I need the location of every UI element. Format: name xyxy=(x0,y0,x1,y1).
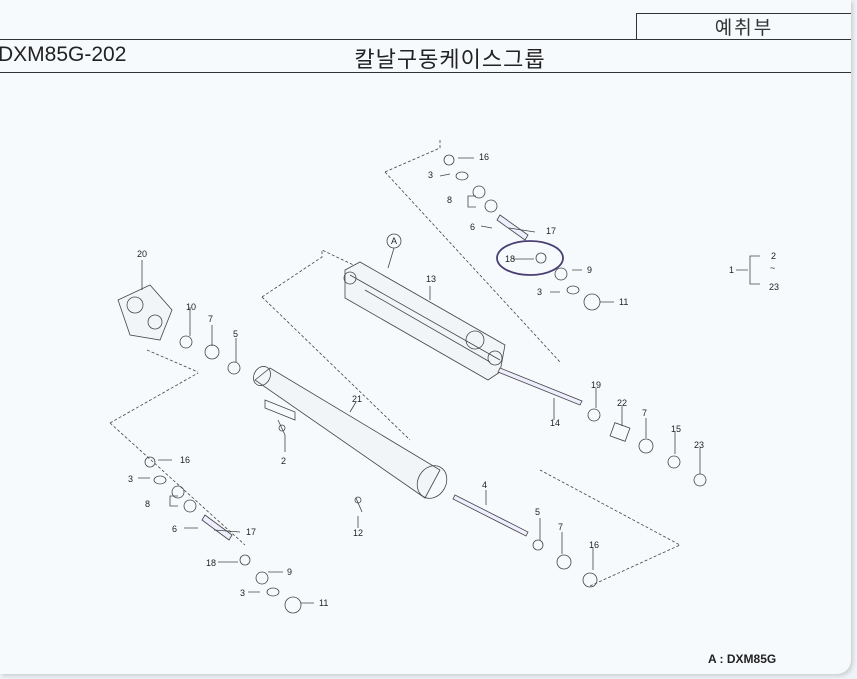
callout-7-label: 7 xyxy=(208,314,213,324)
model-code: DXM85G-202 xyxy=(0,43,127,66)
callout-3-label: 3 xyxy=(537,287,542,297)
title-rule-top xyxy=(0,39,851,40)
callout-7-label: 7 xyxy=(558,522,563,532)
callout-22-label: 22 xyxy=(617,398,627,408)
callout-12-label: 12 xyxy=(353,528,363,538)
lower-frame xyxy=(109,372,199,424)
callout-6-label: 6 xyxy=(172,524,177,534)
lower-frame-2 xyxy=(109,422,246,546)
title-rule-bottom xyxy=(0,72,851,73)
callout-10-label: 10 xyxy=(186,302,196,312)
callout-3-label: 3 xyxy=(428,170,433,180)
left-arm-frame xyxy=(146,349,199,373)
callout-8-label: 8 xyxy=(145,499,150,509)
callout-23-label: 23 xyxy=(769,282,779,292)
callout-21-label: 21 xyxy=(352,394,362,404)
gear-case-body xyxy=(344,261,506,381)
upper-group-frame xyxy=(384,140,441,173)
callout-16-label: 16 xyxy=(479,152,489,162)
callout-11-label: 11 xyxy=(619,297,628,307)
callout-15-label: 15 xyxy=(671,424,681,434)
main-group-frame-2 xyxy=(261,296,411,441)
callout-17-label: 17 xyxy=(246,527,256,537)
callout-5-label: 5 xyxy=(535,507,540,517)
callout-1-label: 1 xyxy=(729,265,734,275)
main-group-frame xyxy=(261,249,386,298)
section-label: 예취부 xyxy=(636,13,851,39)
callout-18-label: 18 xyxy=(206,558,216,568)
shaft-4 xyxy=(452,494,529,537)
right-frame xyxy=(539,469,681,587)
callout-7-label: 7 xyxy=(642,408,647,418)
callout-2-label: 2 xyxy=(281,456,286,466)
upper-group-frame-2 xyxy=(384,171,561,363)
callout-11-label: 11 xyxy=(319,598,328,608)
callout-4-label: 4 xyxy=(482,480,487,490)
callout-2-label: 2 xyxy=(771,251,776,261)
callout-3-label: 3 xyxy=(128,474,133,484)
callout-17-label: 17 xyxy=(546,226,556,236)
callout-23-label: 23 xyxy=(694,440,704,450)
shaft-14 xyxy=(497,367,583,406)
callout-9-label: 9 xyxy=(587,265,592,275)
callout-3-label: 3 xyxy=(240,588,245,598)
callout-18-label: 18 xyxy=(505,254,515,264)
callout-6-label: 6 xyxy=(470,222,475,232)
page-title: 칼날구동케이스그룹 xyxy=(354,48,546,73)
highlight-ring xyxy=(496,240,564,276)
callout-19-label: 19 xyxy=(591,380,601,390)
callout-16-label: 16 xyxy=(180,455,190,465)
callout-9-label: 9 xyxy=(287,567,292,577)
callout-8-label: 8 xyxy=(447,195,452,205)
callout-16-label: 16 xyxy=(589,540,599,550)
tube-21 xyxy=(254,367,441,499)
housing-20 xyxy=(117,284,173,341)
callout-A-label: A xyxy=(391,236,397,246)
callout-14-label: 14 xyxy=(550,418,560,428)
callout-5-label: 5 xyxy=(233,329,238,339)
callout-13-label: 13 xyxy=(426,274,436,284)
callout-20-label: 20 xyxy=(137,249,147,259)
footer-note: A : DXM85G xyxy=(708,652,777,666)
callout-~-label: ~ xyxy=(770,263,775,273)
